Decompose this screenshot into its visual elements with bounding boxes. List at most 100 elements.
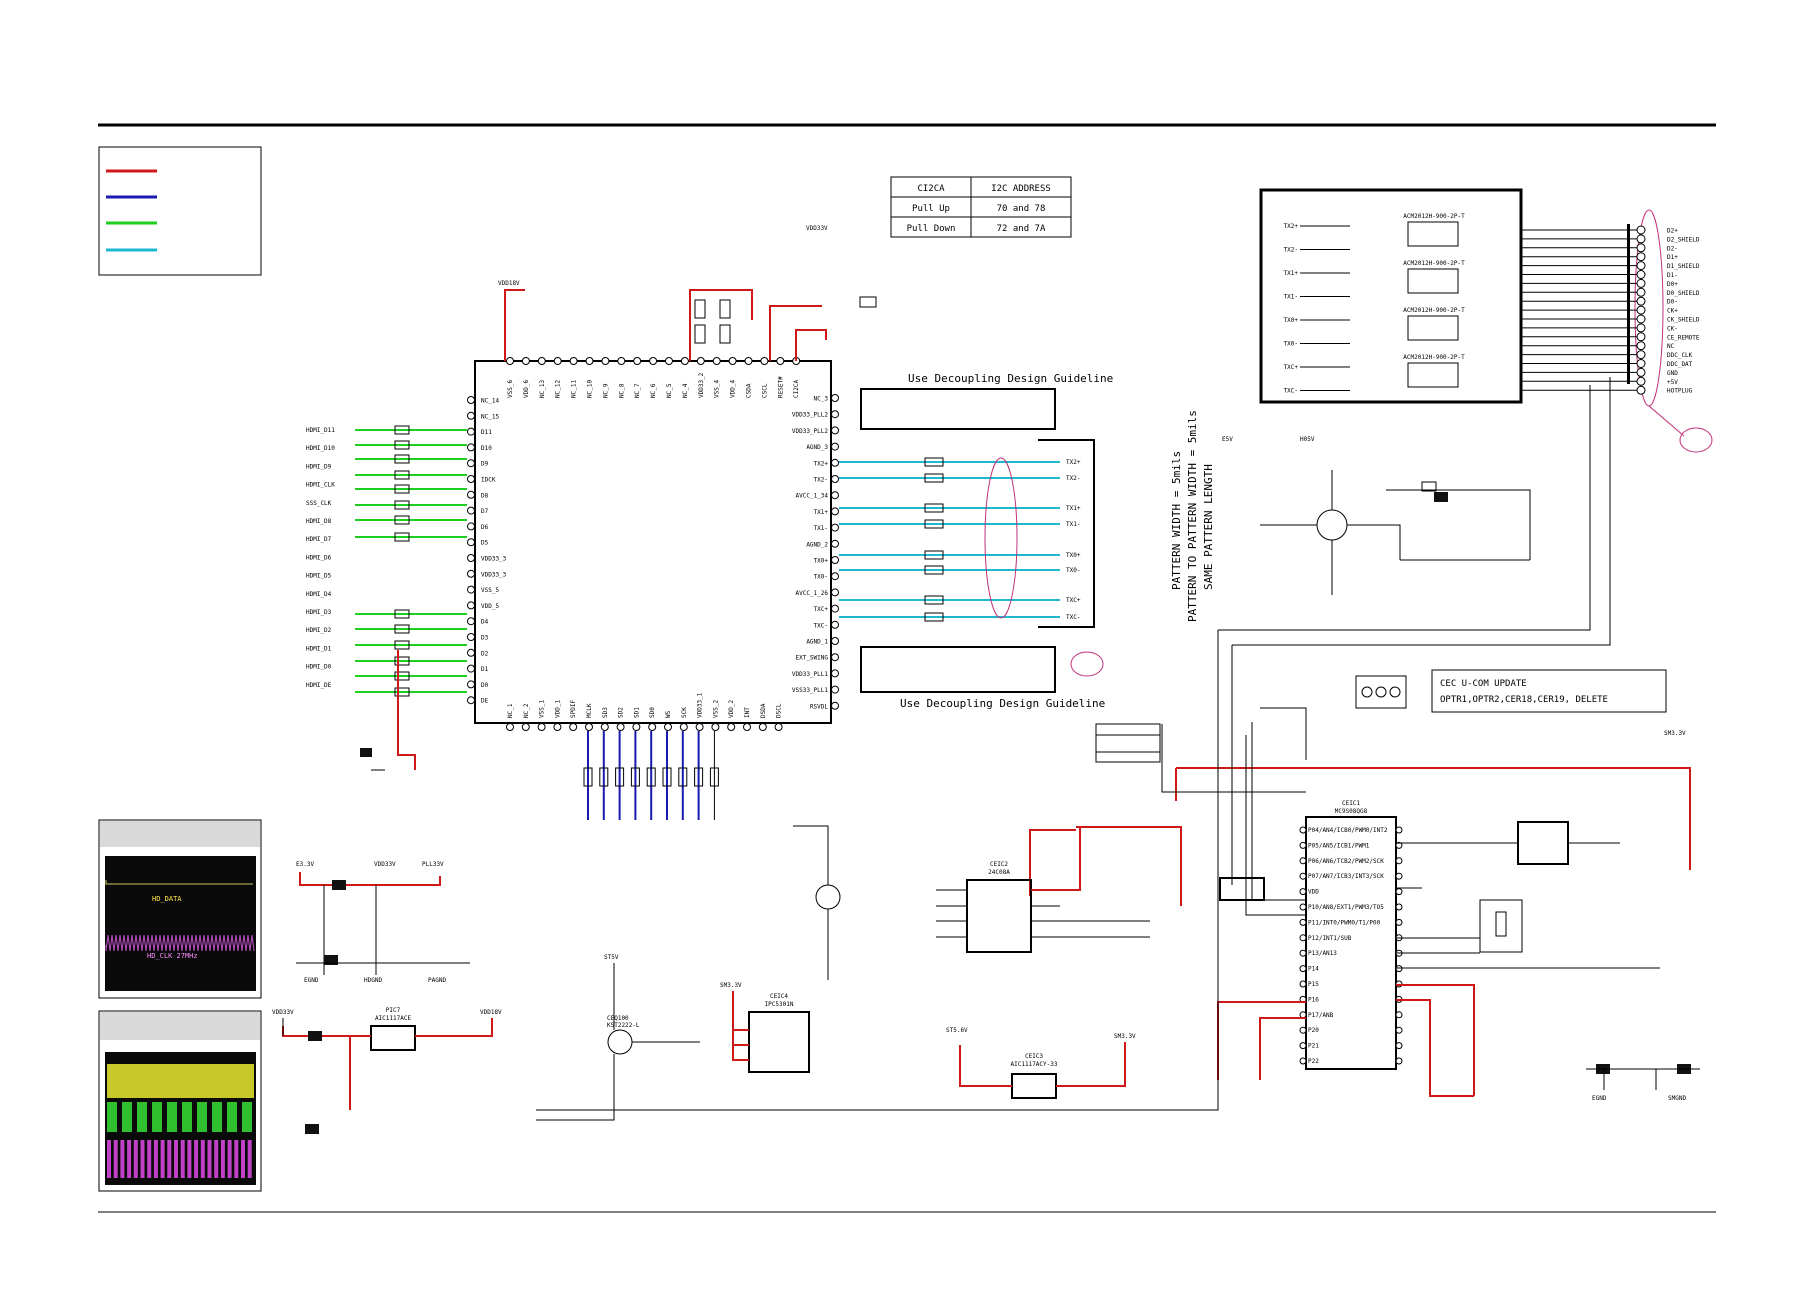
table-cell: 70 and 78: [997, 204, 1046, 214]
ic-pin: [760, 357, 769, 365]
ic-pin-label: D9: [481, 461, 489, 468]
ic-pin: [1299, 903, 1307, 911]
resistor: [615, 767, 625, 787]
net-label: HDMI_D4: [306, 591, 332, 598]
waveform-pulse: [167, 1140, 172, 1178]
net-label: SSS_CLK: [306, 500, 332, 507]
cm-choke: [1407, 221, 1459, 247]
mcu-right-bus: [1217, 984, 1475, 1097]
ic-pin: [831, 701, 839, 710]
ic-pin-label: NC_1: [507, 703, 514, 718]
rail-label: VDD33V: [806, 225, 828, 232]
interconnect-wires: [536, 377, 1660, 1111]
ic-pin: [1395, 1026, 1403, 1034]
cm-choke: [1407, 362, 1459, 388]
ic-pin: [553, 723, 562, 731]
ic-pin: [467, 490, 475, 499]
connector-pin: [1636, 367, 1646, 377]
ic-ref: CEIC4: [770, 993, 788, 1000]
ic-pin-label: VDD_5: [481, 603, 499, 610]
ic-pin-label: VDD_4: [730, 380, 737, 398]
ic-pin: [831, 491, 839, 500]
resistor: [394, 425, 410, 435]
cm-choke-label: ACM2012H-900-2P-T: [1403, 260, 1465, 267]
rail-label: E5V: [1222, 436, 1233, 443]
ic-pin: [1299, 949, 1307, 957]
tx-bracket: [1038, 439, 1095, 628]
resistor: [394, 440, 410, 450]
highlight-ellipse: [984, 457, 1018, 619]
ic-pin-label: NC_6: [650, 383, 657, 398]
cm-choke: [1407, 315, 1459, 341]
rail-label: VDD18V: [480, 1009, 502, 1016]
ic-pin-label: VDD33_3: [481, 556, 507, 563]
connector-pin: [1636, 314, 1646, 324]
net-label: TXC+: [1284, 364, 1299, 371]
ic-pin: [712, 357, 721, 365]
connector-pin-label: CE_REMOTE: [1667, 334, 1700, 341]
ic-pin: [1395, 903, 1403, 911]
resistor: [394, 515, 410, 525]
waveform-pulse: [242, 1102, 252, 1132]
audio-bus: [583, 731, 719, 820]
net-label: HDMI_D2: [306, 627, 332, 634]
ic-pin: [1395, 872, 1403, 880]
connector-pin: [1636, 270, 1646, 279]
resistor: [924, 503, 944, 513]
ic-pin-label: D1: [481, 666, 489, 673]
ic-pin-label: INT: [744, 707, 751, 718]
resistor: [394, 484, 410, 494]
ground-label: HDGND: [364, 977, 382, 984]
resistor: [394, 656, 410, 666]
hdmi-receiver-ic: NC_14NC_15D11D10D9IDCKD8D7D6D5VDD33_3VDD…: [467, 357, 839, 731]
ic-pin-label: NC_4: [682, 383, 689, 398]
ic-pin-label: AGND_3: [806, 444, 828, 451]
ic-pin-label: AVCC_1_34: [795, 493, 828, 500]
ic-pin: [1299, 1042, 1307, 1050]
part-name: KST2222-L: [607, 1022, 640, 1029]
ic-pin-label: VSS_5: [481, 587, 499, 594]
ic-pin: [664, 723, 672, 731]
ic-pin: [679, 723, 688, 731]
resistor: [394, 640, 410, 650]
ic-pin: [467, 459, 475, 468]
rail-label: ST5V: [604, 954, 619, 961]
ic-part: MC9S08QG8: [1335, 808, 1368, 815]
optocoupler-ceic4: CEIC4 IPC5301N SM3.3V: [720, 982, 810, 1073]
connector-pin: [1636, 332, 1646, 342]
rail-label: VDD33V: [374, 861, 396, 868]
table-header: I2C ADDRESS: [991, 184, 1051, 194]
ic-pin: [467, 696, 475, 705]
ic-pin-label: P12/INT1/SUB: [1308, 935, 1352, 942]
connector-pin-label: D2_SHIELD: [1667, 236, 1700, 243]
resistor: [678, 767, 688, 787]
ic-pin-label: D7: [481, 508, 489, 515]
scope-label: HD_DATA: [152, 895, 182, 903]
ic-pin: [1395, 1011, 1403, 1019]
net-label: HDMI_D6: [306, 554, 332, 561]
eeprom-ic: CEIC2 24C08A: [936, 826, 1150, 953]
ic-pin-label: VDD33_PLL2: [792, 428, 829, 435]
net-label: HDMI_D7: [306, 536, 332, 543]
ic-pin: [831, 458, 839, 467]
ic-pin: [831, 442, 839, 451]
ic-pin-label: CI2CA: [793, 380, 800, 398]
ic-pin-label: VDD_6: [523, 380, 530, 398]
net-label: HDMI_D0: [306, 664, 332, 671]
note-line: CEC U-COM UPDATE: [1440, 679, 1527, 689]
rail-label: VDD18V: [498, 280, 520, 287]
ic-pin: [467, 443, 475, 452]
ic-pin-label: TXC+: [814, 606, 829, 613]
connector-pin: [1636, 234, 1646, 244]
ic-pin: [727, 723, 736, 731]
ic-pin-label: NC_9: [602, 383, 609, 398]
ic-pin-label: CSCL: [761, 383, 768, 398]
net-label: TX1+: [1066, 505, 1081, 512]
ic-pin: [1299, 872, 1307, 880]
pattern-note: SAME PATTERN LENGTH: [1202, 464, 1215, 590]
ic-pin-label: DE: [481, 698, 489, 705]
ic-pin: [1299, 841, 1307, 849]
ic-pin-label: P13/AN13: [1308, 950, 1337, 957]
ic-pin-label: VSS_1: [539, 700, 546, 718]
ic-pin: [1395, 857, 1403, 865]
